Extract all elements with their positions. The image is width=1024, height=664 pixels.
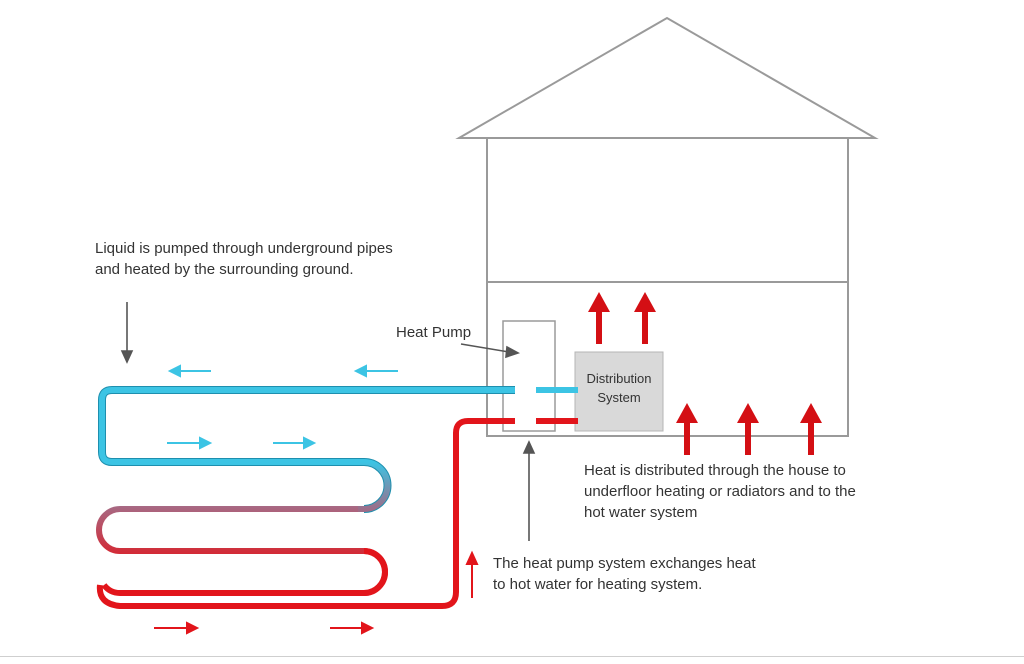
house-walls — [486, 137, 849, 437]
warm-pipe-bottom — [101, 548, 388, 596]
heat-pump-label: Heat Pump — [396, 324, 472, 341]
ground-pointer-arrow-icon — [120, 302, 134, 364]
exchange-arrow-up-icon — [465, 550, 479, 598]
cold-pipe-segment — [99, 387, 515, 465]
arrow-right-icon — [167, 436, 213, 450]
pointer-arrows — [120, 302, 536, 541]
ground-loop-caption-line: Liquid is pumped through underground pip… — [95, 240, 393, 257]
house-roof — [455, 16, 879, 139]
pipe-outline — [98, 386, 515, 513]
arrow-right-icon — [273, 436, 317, 450]
arrow-left-icon — [167, 364, 211, 378]
warm-pipe-run — [101, 548, 388, 596]
heat-distribution-caption: Heat is distributed through the house to… — [584, 460, 856, 523]
heat-arrow-up-icon — [737, 403, 759, 455]
loop-bend-1 — [358, 459, 391, 512]
heat-arrow-up-icon — [588, 292, 610, 344]
cold-flow-arrows-right — [167, 436, 317, 450]
heat-arrow-up-icon — [634, 292, 656, 344]
heat-arrow-up-icon — [800, 403, 822, 455]
arrow-right-icon — [330, 621, 375, 635]
distribution-system-label: Distribution System — [575, 369, 663, 407]
mid-pipe-segment — [96, 506, 388, 596]
heat-arrow-up-icon — [676, 403, 698, 455]
heat-distribution-caption-line: underfloor heating or radiators and to t… — [584, 483, 856, 500]
ground-loop-caption: Liquid is pumped through underground pip… — [95, 238, 393, 280]
warm-supply-pipe — [96, 418, 515, 609]
ground-loop-caption-line: and heated by the surrounding ground. — [95, 261, 354, 278]
heat-distribution-caption-line: Heat is distributed through the house to — [584, 462, 846, 479]
warm-flow-arrows — [154, 621, 375, 635]
bottom-rule — [0, 656, 1024, 657]
cold-flow-arrows-left — [167, 364, 398, 378]
house-outline — [455, 16, 879, 437]
heat-exchange-caption-line: The heat pump system exchanges heat — [493, 555, 756, 572]
distribution-system-box — [574, 351, 664, 432]
exchange-pointer-arrow-icon — [522, 440, 536, 541]
heat-pump-pointer-arrow-icon — [460, 343, 520, 359]
heat-exchange-caption: The heat pump system exchanges heat to h… — [493, 553, 756, 595]
heat-exchange-caption-line: to hot water for heating system. — [493, 576, 703, 593]
arrow-left-icon — [353, 364, 398, 378]
distribution-label-line: Distribution — [586, 371, 652, 386]
heat-rising-arrows — [588, 292, 822, 455]
distribution-label-line: System — [597, 390, 641, 405]
heat-distribution-caption-line: hot water system — [584, 504, 698, 521]
heat-pump-unit — [502, 320, 556, 432]
arrow-right-icon — [154, 621, 200, 635]
